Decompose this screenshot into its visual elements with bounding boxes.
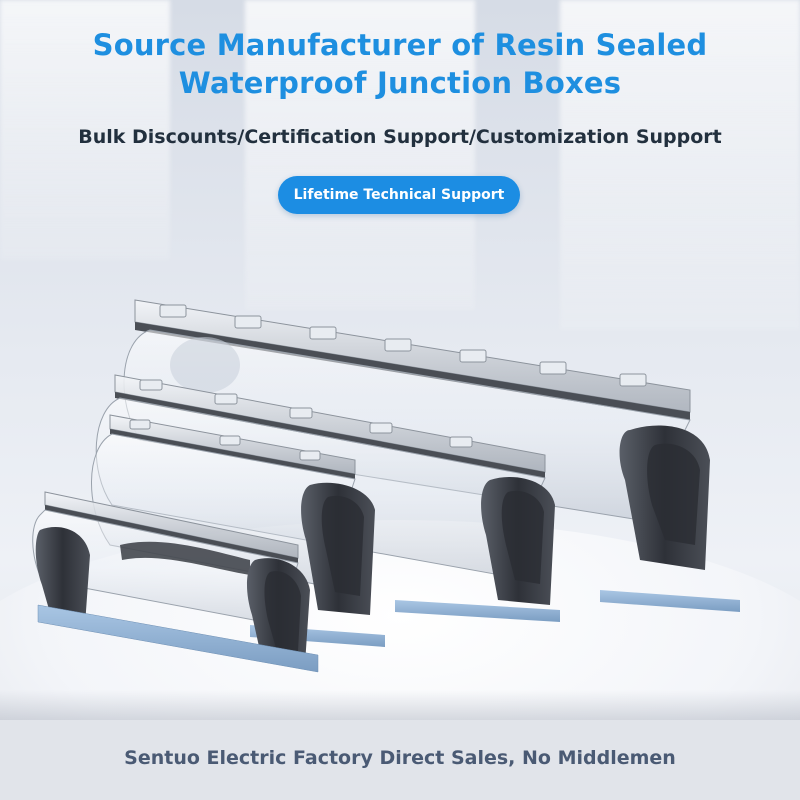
subheadline: Bulk Discounts/Certification Support/Cus…	[78, 126, 722, 148]
headline: Source Manufacturer of Resin Sealed Wate…	[0, 26, 800, 102]
junction-box-small	[32, 491, 319, 673]
window-light-left	[0, 0, 170, 260]
window-light-right	[560, 0, 800, 330]
floor-shadow	[0, 690, 800, 720]
footer-tagline: Sentuo Electric Factory Direct Sales, No…	[124, 747, 676, 769]
headline-line-1: Source Manufacturer of Resin Sealed	[92, 28, 708, 62]
junction-box-large	[123, 299, 740, 612]
headline-line-2: Waterproof Junction Boxes	[178, 66, 622, 100]
footer-band	[0, 720, 800, 800]
window-light-center	[245, 0, 475, 310]
technical-support-badge: Lifetime Technical Support	[278, 176, 520, 214]
